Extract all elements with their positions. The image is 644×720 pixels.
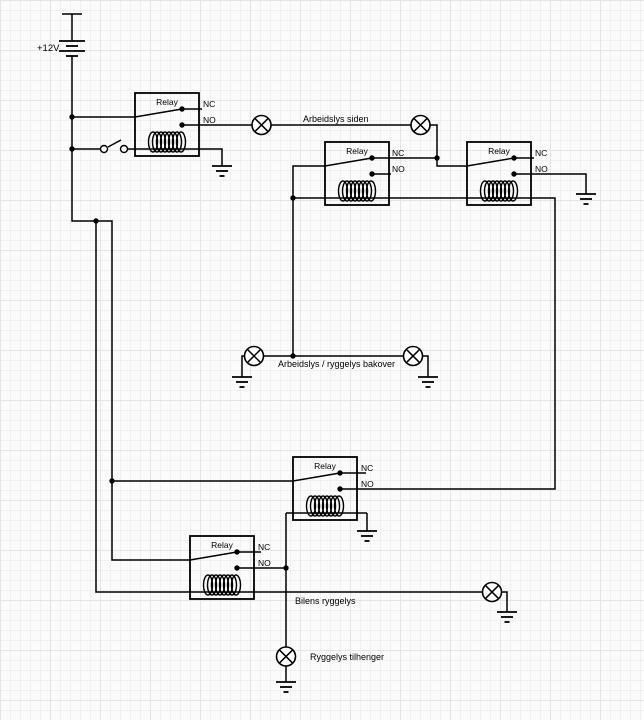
relay-5-no-label: NO: [258, 558, 271, 568]
wire-car-reverse-ground: [501, 591, 508, 612]
lamp-trailer-reverse: [275, 646, 297, 667]
junction-dots: [69, 114, 440, 571]
relay-4-title: Relay: [314, 461, 336, 471]
wire-main-rail: [71, 56, 190, 561]
relay-4-nc-label: NC: [361, 463, 373, 473]
relay-1-nc-label: NC: [203, 99, 215, 109]
label-trailer-reverse-light: Ryggelys tilhenger: [310, 652, 384, 662]
relay-2-title: Relay: [346, 146, 368, 156]
relay-3-nc-label: NC: [535, 148, 547, 158]
lamp-rear-left: [243, 345, 265, 367]
ground-relay1-coil: [211, 165, 233, 177]
ground-car-reverse: [496, 611, 518, 623]
wire-rear-lamp-left-ground: [241, 355, 245, 377]
ground-rear-lamp-right: [417, 376, 439, 388]
wire-rear-lamp-right-ground: [422, 355, 429, 377]
relay-2-no-label: NO: [392, 164, 405, 174]
battery-12v: [59, 13, 85, 57]
wire-relay2-common-down: [292, 165, 325, 356]
wire-relay3-common-feed: [436, 158, 467, 167]
wire-reverse-rail: [95, 221, 483, 593]
power-label: +12V: [37, 43, 60, 54]
lamp-car-reverse: [481, 581, 503, 603]
relay-2-nc-label: NC: [392, 148, 404, 158]
relay-4-no-label: NO: [361, 479, 374, 489]
lamp-side-right: [410, 114, 431, 136]
relay-5-nc-label: NC: [258, 542, 270, 552]
wire-relay3-no-ground: [514, 173, 587, 194]
ground-trailer: [275, 681, 297, 693]
manual-switch: [99, 139, 129, 154]
relay-5-title: Relay: [211, 540, 233, 550]
label-car-reverse-light: Bilens ryggelys: [295, 596, 356, 606]
wire-lamp-to-relay23: [430, 124, 438, 158]
ground-relay3-no: [575, 193, 597, 205]
wire-relay1-coil: [127, 148, 223, 166]
relay-1-title: Relay: [156, 97, 178, 107]
lamp-side-left: [251, 114, 272, 136]
relay-3-no-label: NO: [535, 164, 548, 174]
label-work-lights-side: Arbeidslys siden: [303, 114, 369, 124]
ground-rear-lamp-left: [231, 376, 253, 388]
wire-coil-bus: [293, 197, 556, 490]
relay-2: Relay: [324, 141, 390, 206]
relay-1-no-label: NO: [203, 115, 216, 125]
ground-relay4-coil: [356, 530, 378, 542]
relay-3-title: Relay: [488, 146, 510, 156]
label-work-reverse-rear: Arbeidslys / ryggelys bakover: [278, 359, 395, 369]
lamp-rear-right: [402, 345, 424, 367]
